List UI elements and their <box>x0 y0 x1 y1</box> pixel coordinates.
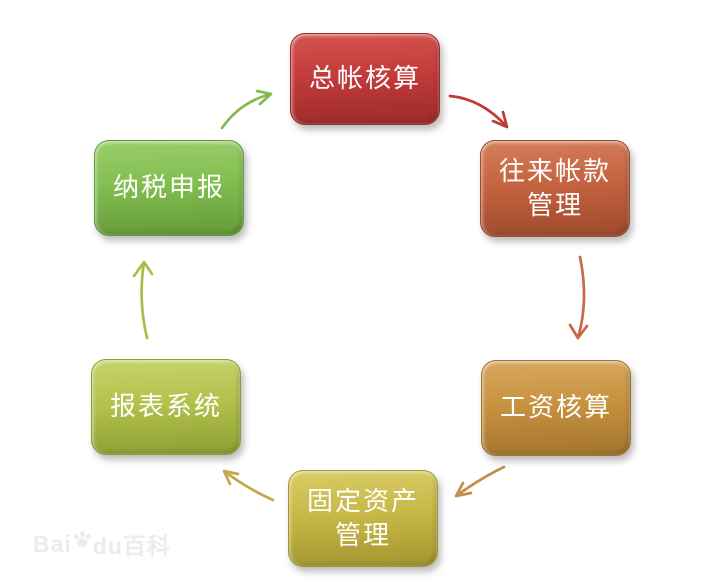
node-label: 总帐核算 <box>308 64 421 94</box>
baidu-paw-icon <box>74 531 91 547</box>
watermark-text-right: du百科 <box>92 533 171 559</box>
node-general-ledger-accounting: 总帐核算 <box>290 33 440 125</box>
node-payroll-accounting: 工资核算 <box>481 360 631 456</box>
arrow-tax-to-ledger <box>220 89 273 130</box>
arrow-payroll-to-fixed-assets <box>454 465 506 498</box>
node-reporting-system: 报表系统 <box>91 359 241 455</box>
node-label: 纳税申报 <box>112 173 225 203</box>
arrow-reports-to-tax <box>132 260 154 340</box>
watermark-text-left: Bai <box>33 530 72 557</box>
node-tax-declaration: 纳税申报 <box>94 140 244 236</box>
node-fixed-assets-management: 固定资产 管理 <box>288 470 438 567</box>
node-label: 固定资产 管理 <box>306 486 419 550</box>
node-label: 往来帐款 管理 <box>498 156 611 220</box>
arrow-fixed-assets-to-reports <box>222 469 275 502</box>
arrow-receivables-to-payroll <box>568 255 589 340</box>
node-label: 工资核算 <box>499 393 612 423</box>
node-label: 报表系统 <box>109 392 222 422</box>
arrow-ledger-to-receivables <box>448 94 509 129</box>
baidu-baike-watermark: Bai du百科 <box>33 527 171 561</box>
node-receivables-payables-management: 往来帐款 管理 <box>480 140 630 237</box>
